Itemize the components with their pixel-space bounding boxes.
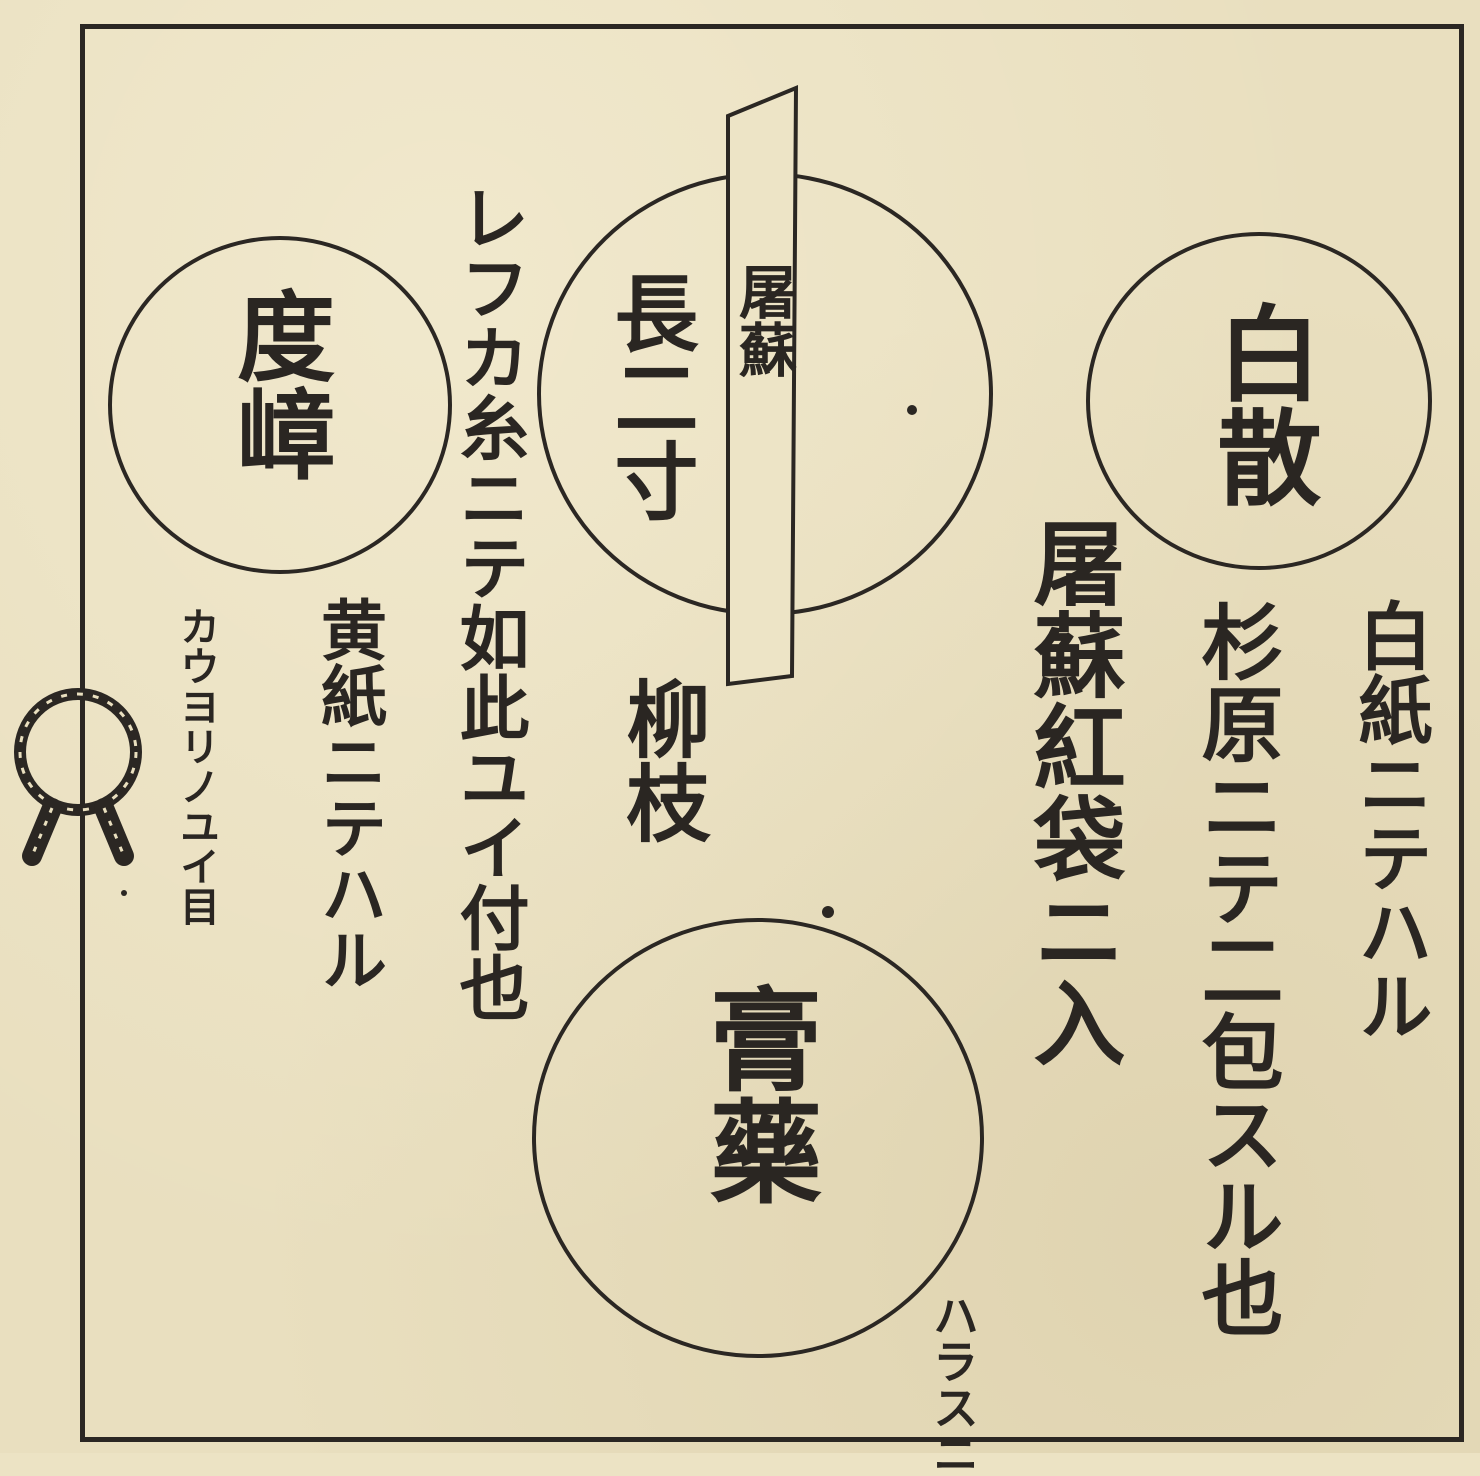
label-bai-san: 白散 [1199, 300, 1322, 508]
strip-outline [726, 85, 799, 687]
note-sugihara: 杉原ニテ二包スル也 [1187, 600, 1283, 1338]
circle-bai-san [1086, 232, 1432, 570]
cord-knot-icon [14, 688, 142, 866]
note-yanagi-eda: 柳枝 [613, 676, 712, 844]
circle-ko-yaku [532, 918, 984, 1358]
note-toso-bag: 屠蘇紅袋ニ入 [1018, 516, 1126, 1068]
label-do-sho: 度嶂 [220, 286, 335, 482]
toso-paper-strip [726, 85, 800, 687]
note-kawa-kori: カウヨリノユイ目 [173, 606, 220, 926]
label-toso-length: 長二寸 [601, 270, 700, 522]
page-frame [80, 24, 1464, 1442]
note-bai-san-paper: 白紙ニテハル [1346, 598, 1432, 1042]
label-ko-yaku: 膏藥 [691, 982, 822, 1206]
note-reika-thread: レフカ糸ニテ如此ユイ付也 [448, 182, 531, 1022]
ink-specks [121, 405, 917, 918]
note-bottom-fragment: ハラスニ [926, 1292, 980, 1476]
note-ki-kami: 黄紙ニテハル [310, 596, 388, 992]
circle-do-sho [108, 236, 452, 574]
label-toso-strip: 屠蘇 [729, 262, 797, 378]
